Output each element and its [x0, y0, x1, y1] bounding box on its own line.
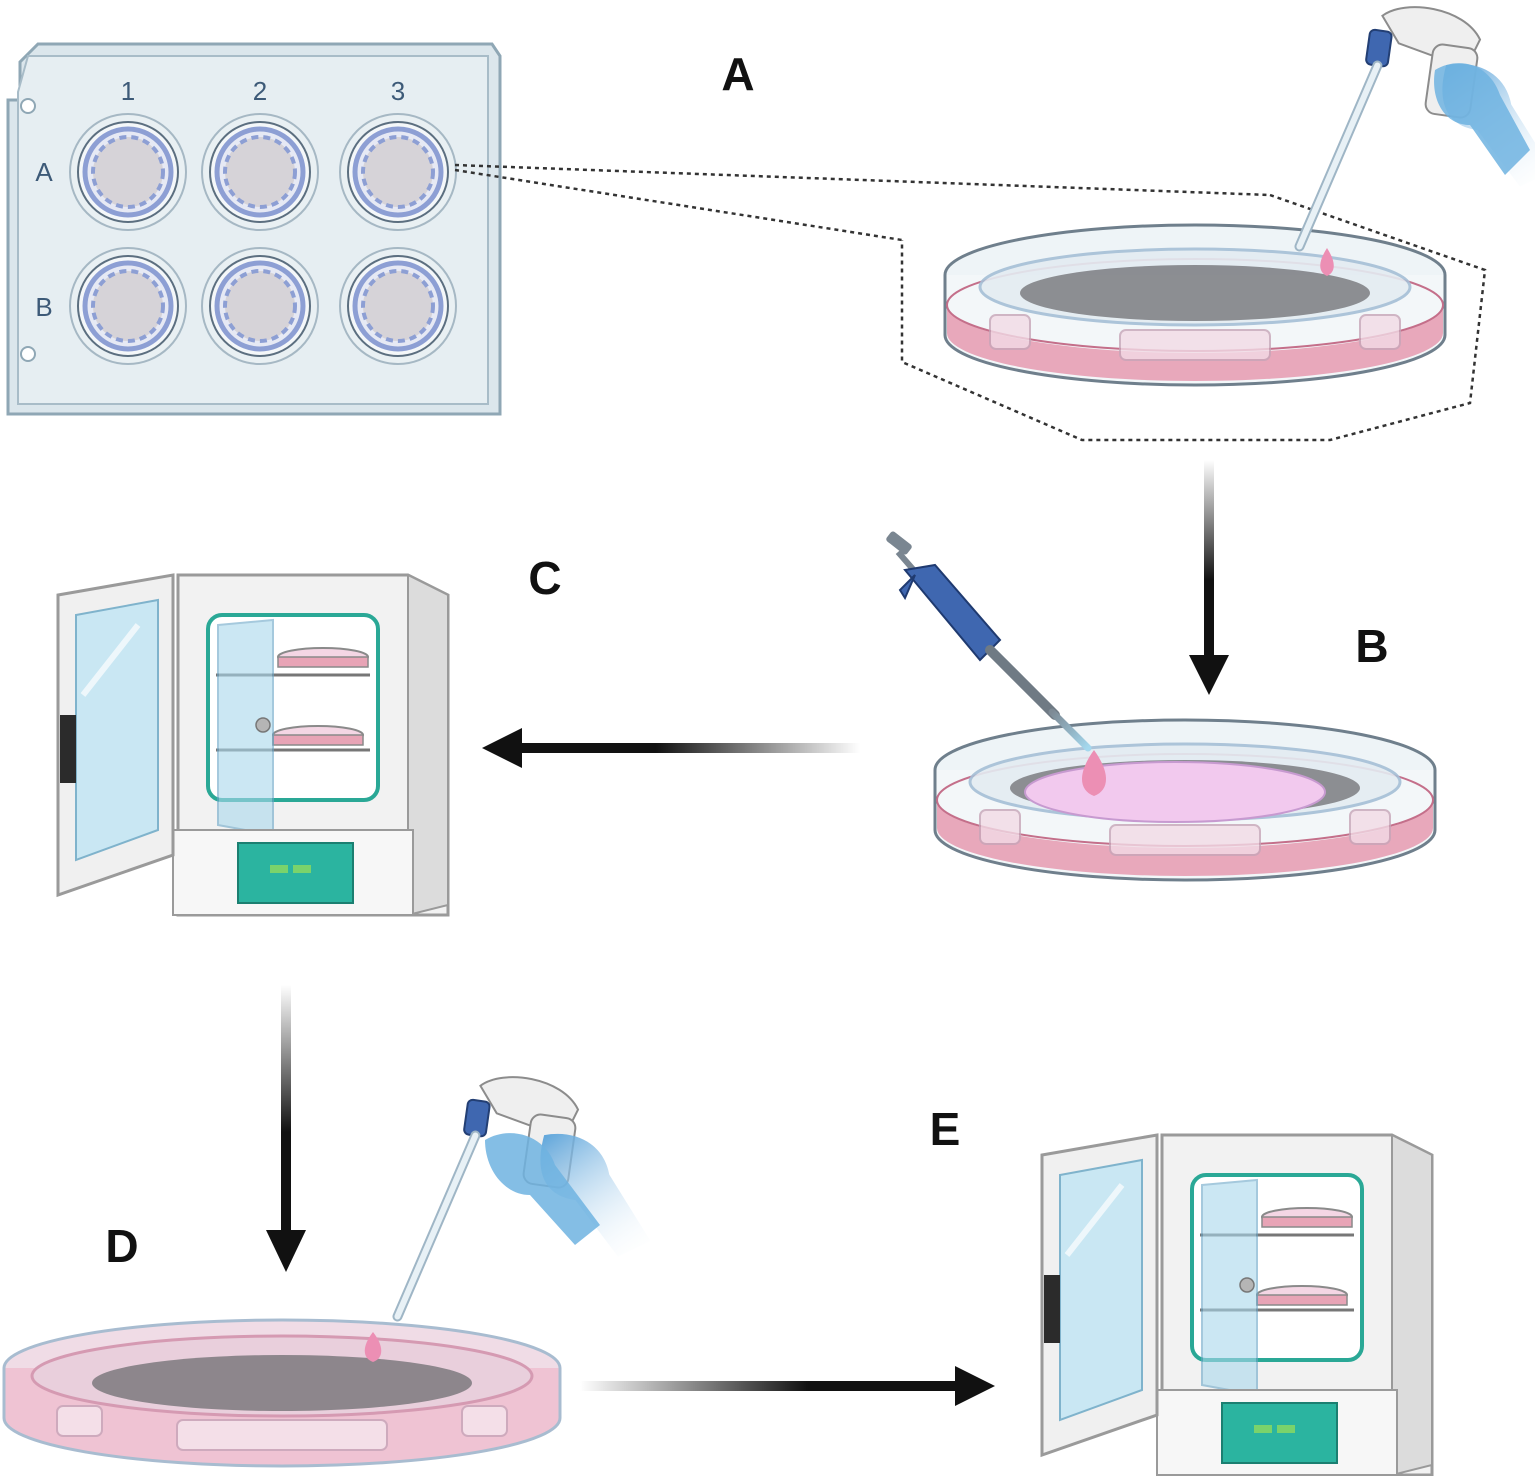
- droplet-icon: [1082, 750, 1106, 796]
- plate-well: [339, 113, 457, 231]
- petri-dish-icon: [943, 223, 1447, 387]
- plate-well: [69, 247, 187, 365]
- arrow-a-to-b: [1189, 460, 1229, 695]
- droplet-icon: [364, 1332, 382, 1362]
- six-well-plate-icon: [6, 42, 502, 416]
- step-label-a: A: [721, 48, 754, 100]
- arrow-b-to-c: [482, 728, 860, 768]
- glove-icon: [1434, 63, 1530, 175]
- petri-dish-icon: [933, 718, 1437, 882]
- plate-row-label: B: [35, 292, 52, 322]
- plate-column-label: 2: [253, 76, 267, 106]
- incubator-icon: [58, 575, 448, 915]
- plate-well: [201, 113, 319, 231]
- plate-well: [339, 247, 457, 365]
- arrow-d-to-e: [580, 1366, 995, 1406]
- plate-column-label: 3: [391, 76, 405, 106]
- droplet-icon: [1320, 248, 1334, 276]
- pipette-controller-icon: [397, 1065, 670, 1350]
- plate-well: [69, 113, 187, 231]
- step-label-c: C: [528, 552, 561, 604]
- glove-icon: [485, 1133, 600, 1245]
- micropipette-icon: [886, 531, 1092, 752]
- plate-column-label: 1: [121, 76, 135, 106]
- incubator-icon: [1042, 1135, 1432, 1475]
- step-label-b: B: [1355, 620, 1388, 672]
- step-label-e: E: [930, 1103, 961, 1155]
- plate-row-label: A: [35, 157, 53, 187]
- arrow-c-to-d: [266, 985, 306, 1272]
- petri-dish-icon: [2, 1318, 562, 1468]
- plate-well: [201, 247, 319, 365]
- zoom-outline: [454, 163, 1487, 442]
- step-label-d: D: [105, 1220, 138, 1272]
